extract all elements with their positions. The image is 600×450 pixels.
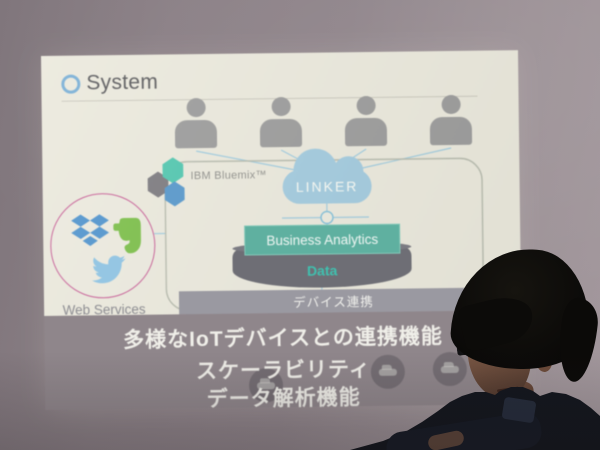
evernote-icon bbox=[113, 217, 141, 254]
device-integration-bar: デバイス連携 bbox=[178, 287, 489, 315]
dropbox-icon bbox=[71, 214, 110, 246]
bluemix-label: IBM Bluemix™ bbox=[190, 169, 267, 183]
slide-diagram-area: System bbox=[41, 50, 522, 318]
business-analytics-box: Business Analytics bbox=[244, 223, 401, 256]
twitter-icon bbox=[91, 255, 126, 284]
cloud-icon: LINKER bbox=[282, 168, 372, 205]
presenter-collar bbox=[501, 396, 537, 424]
projector-slide: System bbox=[41, 50, 523, 411]
data-label: Data bbox=[306, 262, 338, 279]
cloud-label: LINKER bbox=[295, 178, 359, 195]
